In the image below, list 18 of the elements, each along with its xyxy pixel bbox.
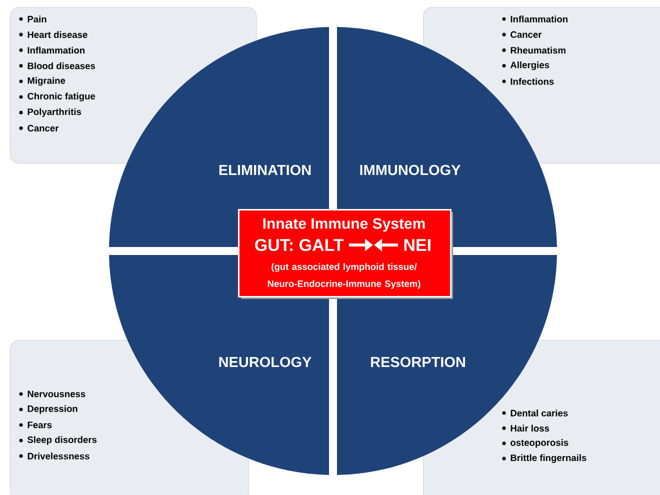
list-item: Cancer — [502, 31, 542, 38]
list-item: Migraine — [19, 77, 66, 86]
list-item: Depression — [19, 405, 78, 414]
list-item: Drivelessness — [19, 452, 90, 460]
list-item: Sleep disorders — [19, 436, 97, 445]
list-item: Blood diseases — [19, 62, 96, 70]
list-item: Chronic fatigue — [19, 92, 96, 102]
list-item: Allergies — [502, 61, 550, 70]
list-item: Nervousness — [19, 390, 86, 398]
list-item: Heart disease — [19, 31, 88, 38]
list-item: Cancer — [19, 124, 59, 132]
list-item: Polyarthritis — [19, 108, 82, 117]
list-item: Inflammation — [502, 16, 568, 22]
list-item: Pain — [19, 16, 46, 22]
list-item: Fears — [19, 422, 52, 428]
list-item: Infections — [502, 78, 554, 85]
list-item: Hair loss — [502, 424, 550, 432]
list-item: Inflammation — [19, 46, 84, 54]
